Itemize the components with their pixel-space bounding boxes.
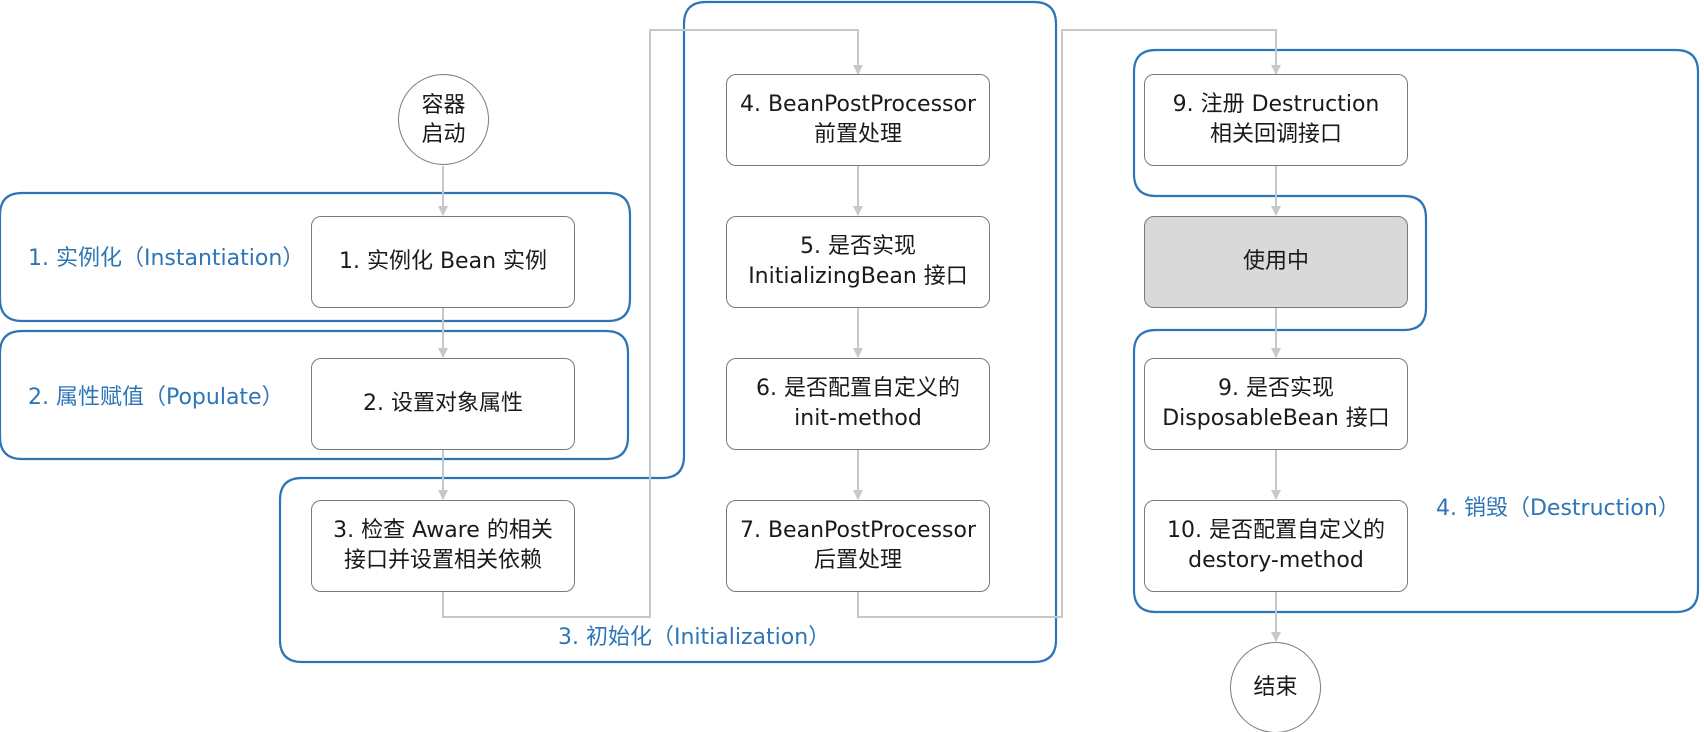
step1-label: 1. 实例化 Bean 实例: [338, 249, 548, 274]
step9-disposable-node: 9. 是否实现 DisposableBean 接口: [1144, 358, 1408, 450]
step10-label: 10. 是否配置自定义的 destory-method: [1167, 518, 1385, 573]
step5-node: 5. 是否实现 InitializingBean 接口: [726, 216, 990, 308]
arrow-step7-to-step9a: [857, 29, 1281, 618]
step4-node: 4. BeanPostProcessor 前置处理: [726, 74, 990, 166]
step1-node: 1. 实例化 Bean 实例: [311, 216, 575, 308]
phase-outline-instantiation: [0, 191, 632, 323]
step2-node: 2. 设置对象属性: [311, 358, 575, 450]
step9-register-node: 9. 注册 Destruction 相关回调接口: [1144, 74, 1408, 166]
step7-label: 7. BeanPostProcessor 后置处理: [739, 518, 977, 573]
step10-node: 10. 是否配置自定义的 destory-method: [1144, 500, 1408, 592]
phase-outline-populate: [0, 329, 630, 461]
step3-node: 3. 检查 Aware 的相关 接口并设置相关依赖: [311, 500, 575, 592]
step4-label: 4. BeanPostProcessor 前置处理: [739, 92, 977, 147]
arrow-step3-to-step4: [442, 29, 863, 618]
in-use-label: 使用中: [1242, 249, 1309, 274]
step3-label: 3. 检查 Aware 的相关 接口并设置相关依赖: [333, 518, 553, 573]
step7-node: 7. BeanPostProcessor 后置处理: [726, 500, 990, 592]
phase-label-initialization: 3. 初始化（Initialization）: [558, 625, 831, 650]
step9-disposable-label: 9. 是否实现 DisposableBean 接口: [1162, 376, 1390, 431]
step6-label: 6. 是否配置自定义的 init-method: [756, 376, 960, 431]
step5-label: 5. 是否实现 InitializingBean 接口: [748, 234, 968, 289]
in-use-node: 使用中: [1144, 216, 1408, 308]
step6-node: 6. 是否配置自定义的 init-method: [726, 358, 990, 450]
phase-label-populate: 2. 属性赋值（Populate）: [28, 385, 284, 410]
phase-outline-initialization: [278, 0, 1058, 664]
step9-register-label: 9. 注册 Destruction 相关回调接口: [1172, 92, 1380, 147]
start-node-label: 容器 启动: [421, 92, 466, 147]
start-node: 容器 启动: [398, 74, 489, 165]
step2-label: 2. 设置对象属性: [363, 391, 523, 416]
phase-label-instantiation: 1. 实例化（Instantiation）: [28, 246, 305, 271]
end-node-label: 结束: [1253, 675, 1298, 700]
end-node: 结束: [1230, 642, 1321, 732]
phase-outline-destruction: [1132, 48, 1700, 614]
phase-label-destruction: 4. 销毁（Destruction）: [1436, 496, 1680, 521]
